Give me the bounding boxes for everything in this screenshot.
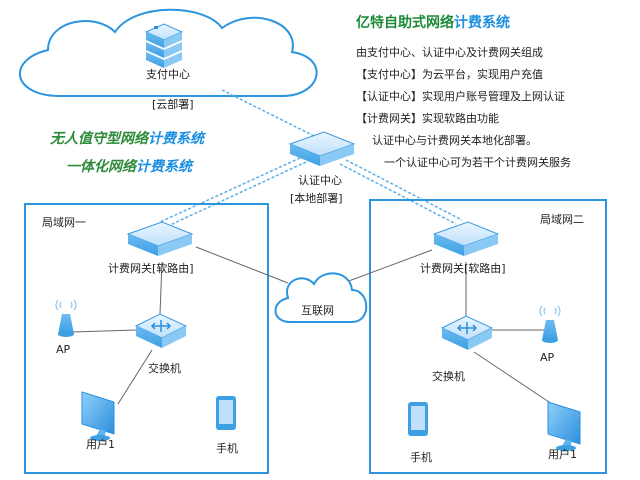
lan1-frame xyxy=(24,203,269,474)
link-auth-to-gateway1 xyxy=(159,157,301,223)
phone1-icon xyxy=(216,396,236,430)
slogan-line-2-part1: 一体化网络 xyxy=(66,159,136,175)
local-deploy-label: [本地部署] xyxy=(290,192,343,205)
link-gateway1-internet xyxy=(195,246,289,284)
link-gateway1-switch1 xyxy=(159,261,163,315)
lan2-frame xyxy=(369,199,607,474)
ap1-antenna-icon xyxy=(55,299,77,337)
auth-server-icon xyxy=(288,131,356,166)
link-switch2-user2 xyxy=(473,351,553,405)
desc-line-2: 【支付中心】为云平台，实现用户充值 xyxy=(356,68,543,81)
desc-line-4: 【计费网关】实现软路由功能 xyxy=(356,112,499,125)
gateway1-router-icon xyxy=(126,221,194,256)
payment-center-label: 支付中心 xyxy=(146,68,190,81)
desc-line-5: 认证中心与计费网关本地化部署。 xyxy=(372,134,537,147)
lan1-gateway-label: 计费网关[软路由] xyxy=(108,262,194,275)
link-auth-to-gateway2-b xyxy=(339,163,457,225)
switch1-icon xyxy=(134,313,188,348)
lan2-switch-label: 交换机 xyxy=(432,370,465,383)
system-title: 亿特自助式网络计费系统 xyxy=(356,16,510,30)
auth-center-label: 认证中心 xyxy=(298,174,342,187)
phone2-icon xyxy=(408,402,428,436)
slogan-line-1-part2: 计费系统 xyxy=(148,131,204,147)
slogan-line-1: 无人值守型网络计费系统 xyxy=(50,132,204,146)
lan2-title: 局域网二 xyxy=(540,213,584,226)
desc-line-3: 【认证中心】实现用户账号管理及上网认证 xyxy=(356,90,565,103)
slogan-line-1-part1: 无人值守型网络 xyxy=(50,131,148,147)
lan1-phone-label: 手机 xyxy=(216,442,238,455)
lan1-switch-label: 交换机 xyxy=(148,362,181,375)
lan2-phone-label: 手机 xyxy=(410,451,432,464)
lan2-gateway-label: 计费网关[软路由] xyxy=(420,262,506,275)
lan1-ap-label: AP xyxy=(56,343,71,356)
link-ap1-switch1 xyxy=(71,329,137,333)
link-cloud-to-auth xyxy=(221,89,329,144)
lan2-user-label: 用户1 xyxy=(548,448,577,461)
cloud-deploy-label: [云部署] xyxy=(152,98,194,111)
server-stack-icon xyxy=(144,23,184,68)
link-internet-gateway2 xyxy=(337,249,433,286)
switch2-icon xyxy=(440,315,494,350)
link-auth-to-gateway1-b xyxy=(167,161,307,227)
desc-line-1: 由支付中心、认证中心及计费网关组成 xyxy=(356,46,543,59)
user1-monitor-icon xyxy=(81,391,115,441)
gateway2-router-icon xyxy=(432,221,500,256)
lan1-title: 局域网一 xyxy=(42,216,86,229)
lan1-user-label: 用户1 xyxy=(86,438,115,451)
lan2-ap-label: AP xyxy=(540,351,555,364)
internet-cloud xyxy=(274,272,368,323)
slogan-line-2-part2: 计费系统 xyxy=(136,159,192,175)
internet-label: 互联网 xyxy=(301,304,334,317)
link-switch1-user1 xyxy=(117,349,153,405)
link-auth-to-gateway2 xyxy=(345,159,463,221)
ap2-antenna-icon xyxy=(539,305,561,343)
wired-links xyxy=(71,246,553,405)
user2-monitor-icon xyxy=(547,401,581,451)
desc-line-6: 一个认证中心可为若干个计费网关服务 xyxy=(384,156,571,169)
slogan-line-2: 一体化网络计费系统 xyxy=(66,160,192,174)
system-title-part2: 计费系统 xyxy=(454,15,510,31)
system-title-part1: 亿特自助式网络 xyxy=(356,15,454,31)
